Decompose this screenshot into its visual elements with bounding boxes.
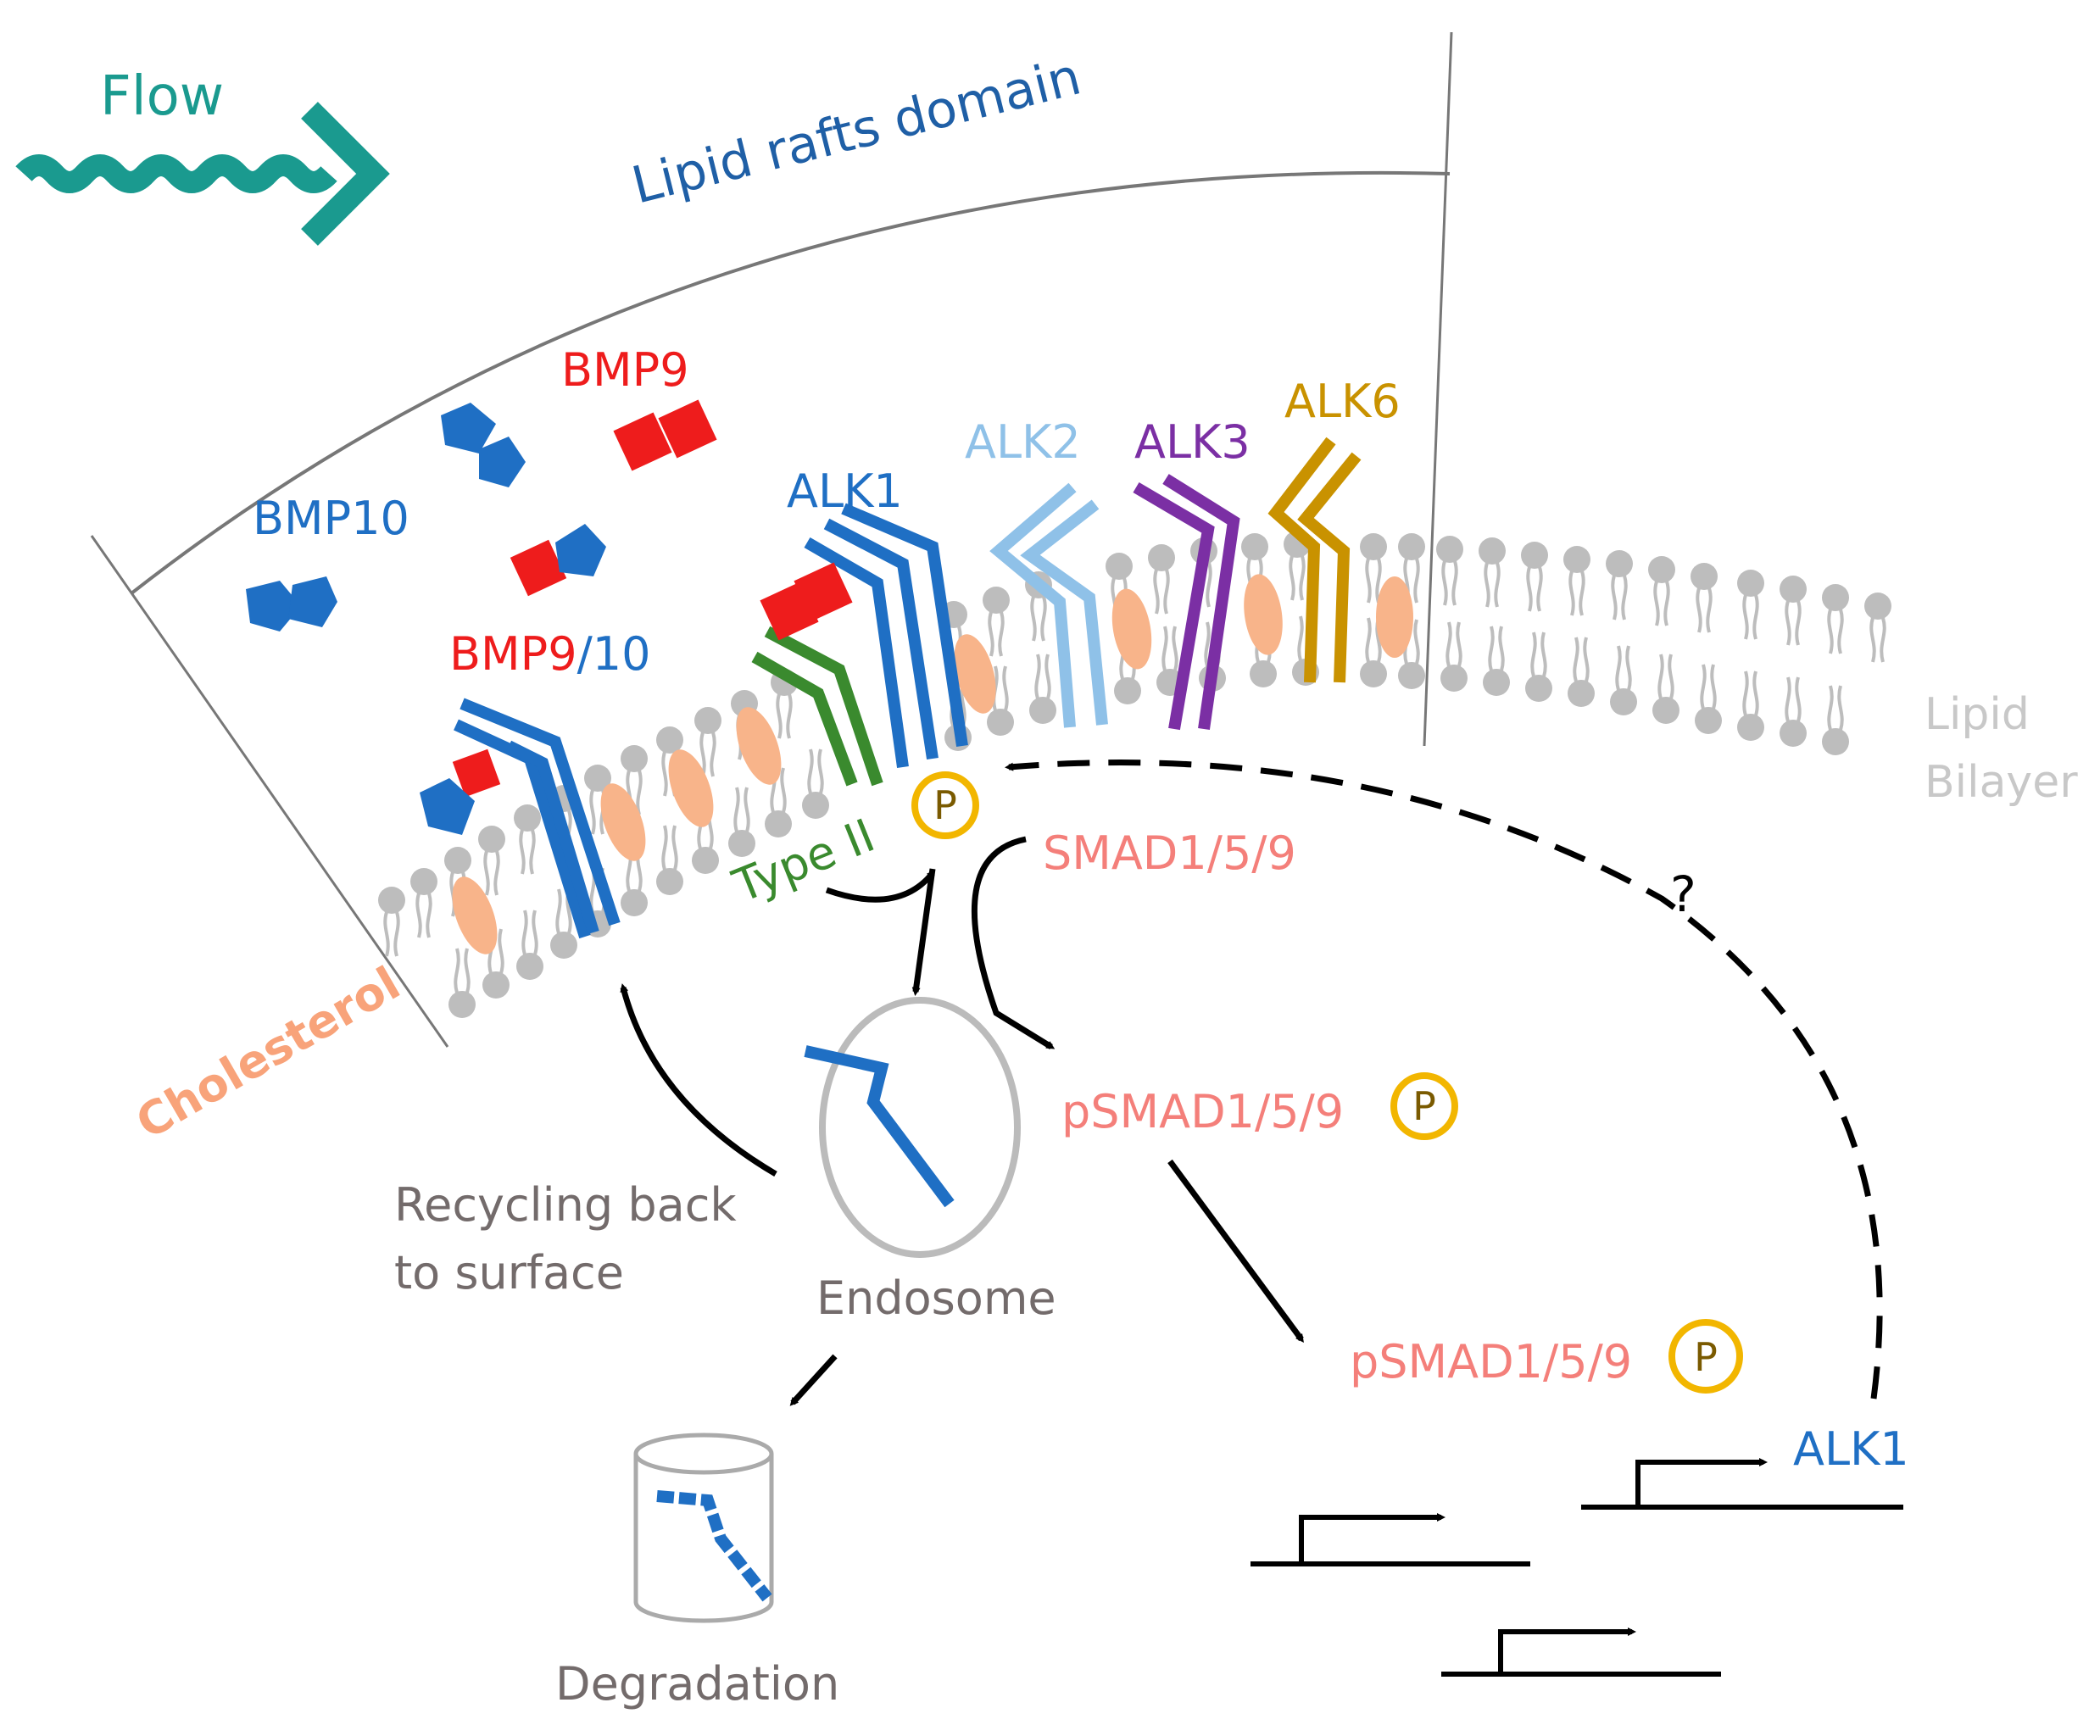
bmp9-dimer-bound-icon — [760, 562, 853, 641]
phospho-label-nucleus: P — [1694, 1334, 1718, 1380]
alk3-label: ALK3 — [1134, 415, 1251, 469]
arrow-recycling — [620, 983, 777, 1177]
alk2-receptor — [989, 482, 1108, 728]
alk3-receptor — [1133, 474, 1240, 731]
bmp10-dimer-free-left — [246, 576, 337, 632]
alk2-label: ALK2 — [965, 415, 1081, 469]
bmp9-10-heterodimer-free — [510, 524, 606, 597]
promoter-arrow-2 — [1498, 1628, 1636, 1674]
recycling-label-line2: to surface — [394, 1246, 624, 1299]
bmp10-label: BMP10 — [253, 492, 409, 545]
raft-left-boundary — [90, 535, 449, 1048]
arrow-degradation — [789, 1354, 838, 1406]
smad-label: SMAD1/5/9 — [1043, 826, 1296, 880]
alk6-receptor — [1267, 437, 1362, 683]
raft-right-boundary — [1423, 31, 1453, 747]
phospho-badge-cytoplasm: P — [1390, 1072, 1458, 1140]
flow-arrow-icon — [15, 102, 390, 246]
arrow-to-psmad — [971, 836, 1056, 1049]
cholesterol-icon — [452, 876, 498, 954]
psmad-label-nucleus: pSMAD1/5/9 — [1350, 1335, 1632, 1388]
bmp10-dimer-free-top — [441, 403, 526, 487]
endosome-receptor — [804, 1045, 955, 1208]
question-mark-label: ? — [1670, 865, 1696, 923]
arrow-type2-phospho — [825, 870, 936, 903]
lipid-bilayer-label-line2: Bilayer — [1925, 757, 2078, 808]
cholesterol-icon — [1111, 588, 1152, 670]
bmp9-10-blue-part: /10 — [577, 627, 651, 681]
promoter-arrow-1 — [1299, 1513, 1445, 1564]
promoter-arrow-alk1 — [1635, 1458, 1768, 1507]
bmp9-ligand-icon — [452, 748, 501, 798]
alk6-label: ALK6 — [1284, 375, 1401, 428]
alk1-label: ALK1 — [787, 465, 903, 518]
alk1-gene-label: ALK1 — [1793, 1422, 1909, 1476]
psmad-label-cytoplasm: pSMAD1/5/9 — [1061, 1085, 1344, 1138]
inner-leaflet — [447, 615, 1851, 1020]
pathway-arrows — [620, 760, 1883, 1406]
cholesterol-icon — [668, 749, 714, 827]
arrow-to-endosome — [911, 868, 936, 996]
bmp9-dimer-free — [613, 399, 717, 471]
recycling-label-line1: Recycling back — [394, 1178, 737, 1232]
alk1-receptor-left-second — [505, 740, 599, 935]
raft-outer-arc — [130, 170, 1451, 595]
phospho-badge-nucleus: P — [1668, 1319, 1743, 1394]
dashed-feedback-arrow — [1005, 760, 1883, 1399]
degradation-cylinder-icon — [633, 1433, 774, 1623]
gene-promoters — [1251, 1458, 1903, 1677]
bmp9-10-label: BMP9/10 — [449, 627, 650, 681]
phospho-badge-receptor: P — [911, 771, 979, 839]
cholesterol-icon — [1376, 576, 1413, 658]
arrow-psmad-to-nucleus — [1167, 1159, 1304, 1344]
cholesterol-icon — [954, 634, 996, 714]
degradation-label: Degradation — [555, 1657, 839, 1711]
cholesterol-icon — [1244, 574, 1283, 655]
flow-label: Flow — [100, 65, 224, 128]
bmp10-ligand-icon — [420, 778, 475, 835]
lipid-bilayer-label-line1: Lipid — [1925, 689, 2030, 740]
endosome-label: Endosome — [816, 1271, 1056, 1325]
bmp9-10-red-part: BMP9 — [449, 627, 577, 681]
cholesterol-molecules — [452, 574, 1413, 954]
phospho-label-cytoplasm: P — [1412, 1083, 1436, 1129]
endosome-circle — [819, 997, 1021, 1258]
lipid-rafts-label: Lipid rafts domain — [627, 47, 1087, 215]
cholesterol-icon — [600, 783, 646, 861]
phospho-label-receptor: P — [933, 782, 957, 828]
cholesterol-label: Cholesterol — [127, 956, 409, 1149]
bmp9-label: BMP9 — [561, 343, 689, 397]
cholesterol-icon — [736, 707, 782, 785]
type2-receptor — [751, 626, 883, 787]
alk1-receptor-center — [804, 503, 968, 768]
